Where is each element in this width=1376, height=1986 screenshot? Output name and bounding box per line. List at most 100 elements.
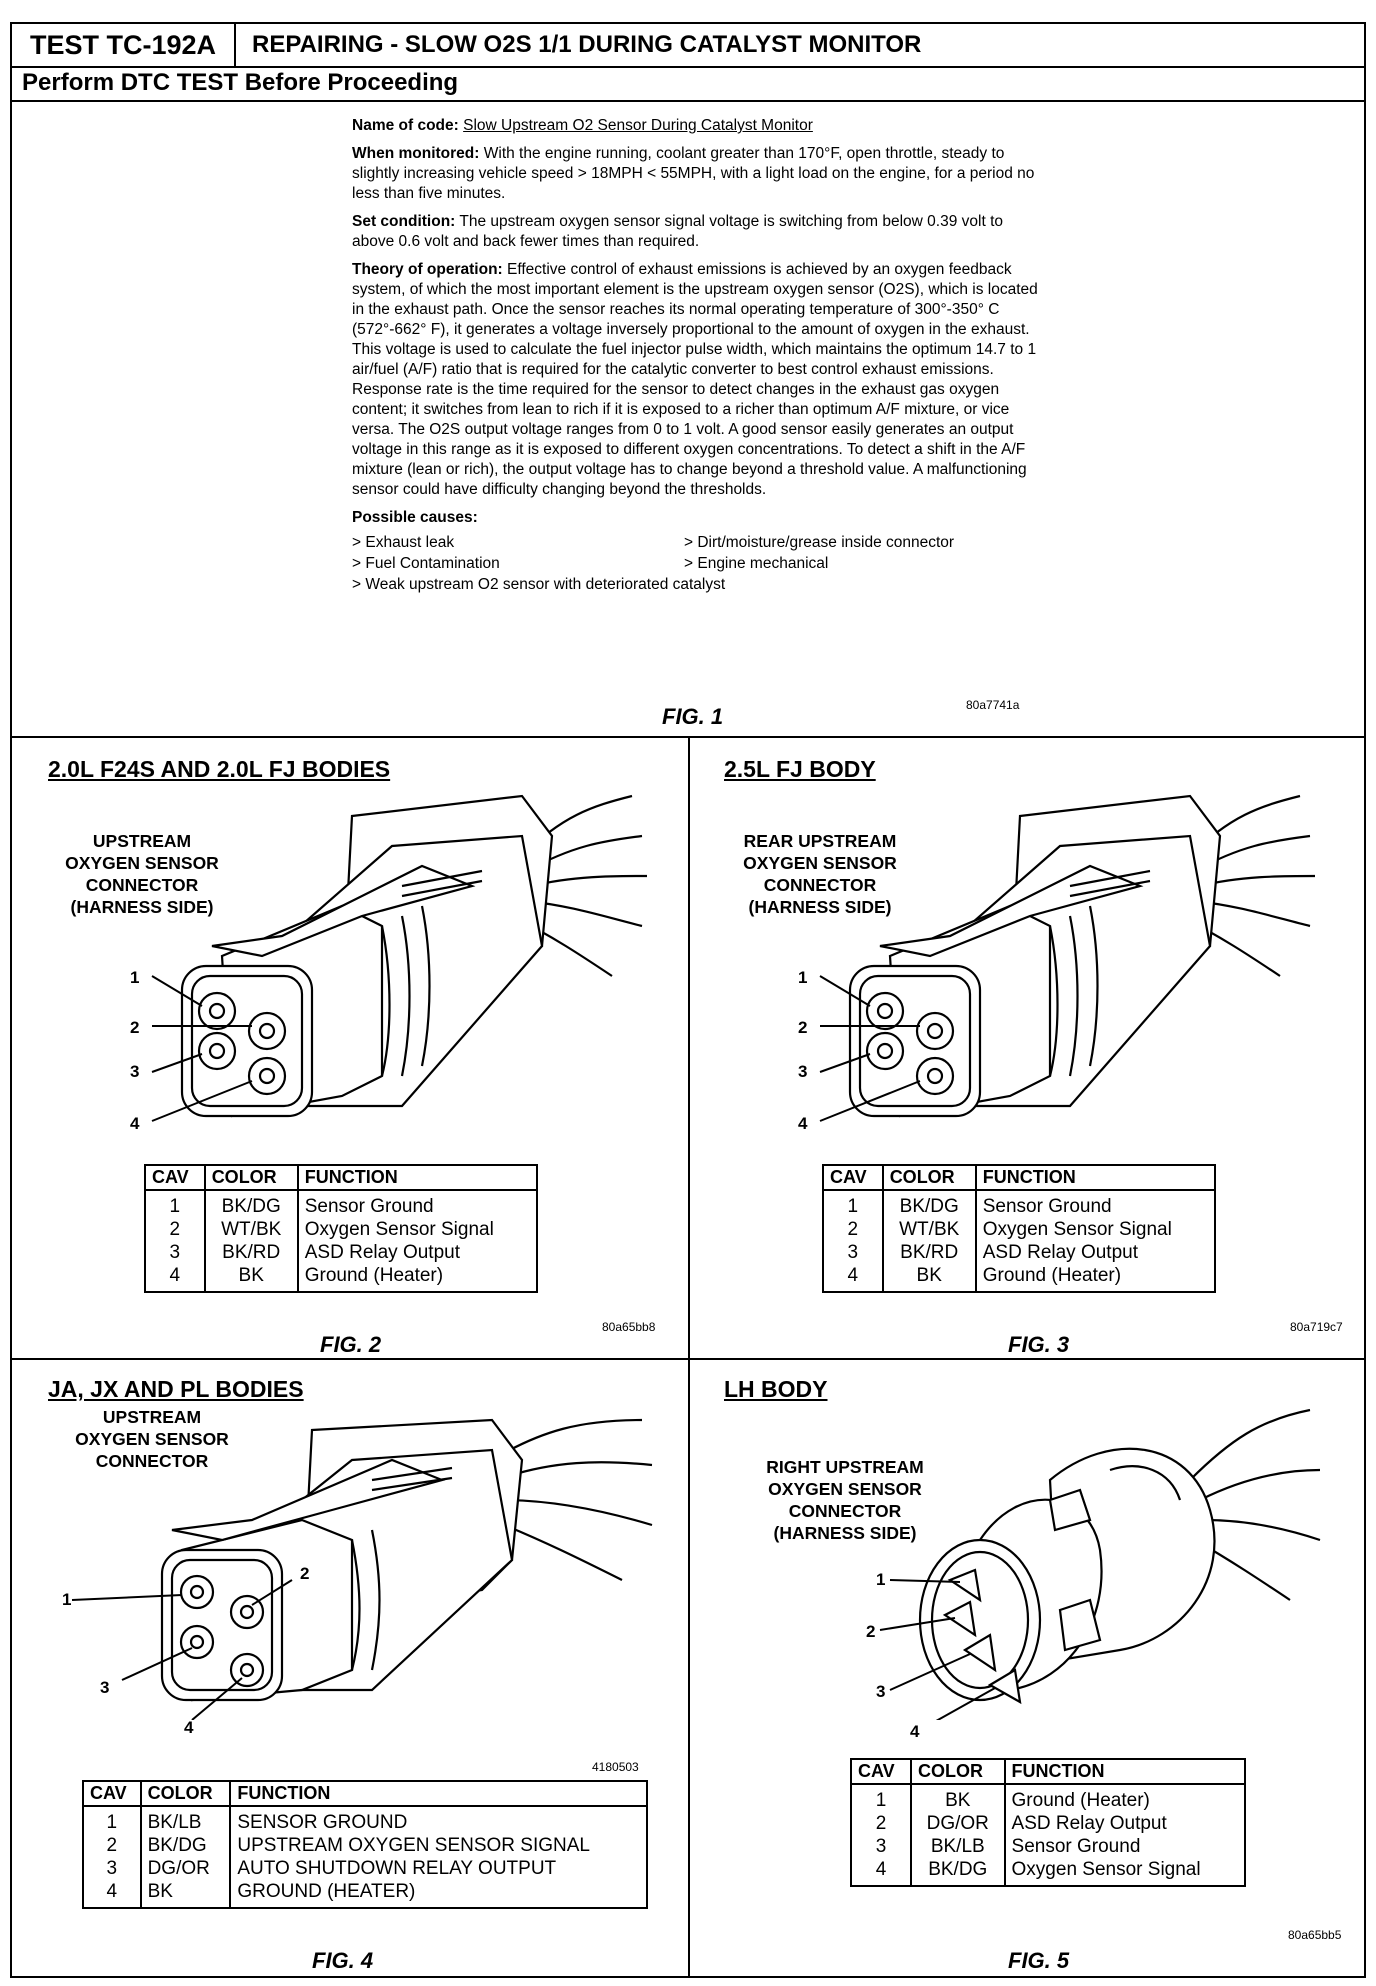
cell-color: BK/DG: [203, 1190, 299, 1218]
fig5-connector-label-text: RIGHT UPSTREAM OXYGEN SENSOR CONNECTOR (…: [766, 1457, 924, 1543]
fig3-pin-3: 3: [798, 1062, 808, 1081]
fig3-connector-drawing: [819, 794, 1316, 1122]
when-monitored-label: When monitored:: [352, 145, 480, 162]
fig2-connector-drawing: [151, 794, 648, 1122]
table-header-row: CAV COLOR FUNCTION: [822, 1164, 1217, 1191]
fig5-code: 80a65bb5: [1288, 1928, 1342, 1942]
cell-function: UPSTREAM OXYGEN SENSOR SIGNAL: [229, 1834, 648, 1857]
fig2-pin-4: 4: [130, 1114, 140, 1133]
cell-function: SENSOR GROUND: [229, 1806, 648, 1834]
cell-cav: 3: [822, 1241, 884, 1264]
set-condition-label: Set condition:: [352, 213, 456, 230]
fig4-title: JA, JX AND PL BODIES: [48, 1376, 304, 1402]
cell-function: Sensor Ground: [296, 1190, 539, 1218]
cell-function: Ground (Heater): [974, 1264, 1217, 1293]
cell-cav: 3: [850, 1835, 912, 1858]
table-header-row: CAV COLOR FUNCTION: [144, 1164, 539, 1191]
fig2-caption: FIG. 2: [320, 1332, 382, 1357]
fig4-connector-drawing: [71, 1418, 653, 1720]
fig4-pin-1: 1: [62, 1590, 72, 1609]
cell-cav: 4: [850, 1858, 912, 1887]
fig2-title: 2.0L F24S AND 2.0L FJ BODIES: [48, 756, 391, 782]
fig3-pin-4: 4: [798, 1114, 808, 1133]
cell-cav: 1: [822, 1190, 884, 1218]
cell-cav: 4: [822, 1264, 884, 1293]
fig3-code: 80a719c7: [1290, 1320, 1343, 1334]
cell-function: GROUND (HEATER): [229, 1880, 648, 1909]
cell-color: BK/RD: [881, 1241, 977, 1264]
cell-cav: 2: [82, 1834, 142, 1857]
cell-function: Ground (Heater): [296, 1264, 539, 1293]
fig3-caption: FIG. 3: [1008, 1332, 1070, 1357]
cell-color: BK: [910, 1784, 1006, 1812]
fig3-connector-label-text: REAR UPSTREAM OXYGEN SENSOR CONNECTOR (H…: [743, 831, 897, 917]
col-function: FUNCTION: [296, 1164, 539, 1191]
cell-color: DG/OR: [139, 1857, 232, 1880]
col-cav: CAV: [144, 1164, 206, 1191]
col-color: COLOR: [139, 1780, 232, 1807]
cell-color: BK/LB: [139, 1806, 232, 1834]
fig4-pin-3: 3: [100, 1678, 110, 1697]
fig1-code: 80a7741a: [966, 698, 1020, 712]
cell-function: Oxygen Sensor Signal: [296, 1218, 539, 1241]
name-of-code-label: Name of code:: [352, 117, 459, 134]
fig5-pin-2: 2: [866, 1622, 876, 1641]
cell-cav: 2: [850, 1812, 912, 1835]
col-cav: CAV: [850, 1758, 912, 1785]
fig2-code: 80a65bb8: [602, 1320, 656, 1334]
cell-cav: 2: [144, 1218, 206, 1241]
cell-function: ASD Relay Output: [1003, 1812, 1247, 1835]
cell-color: BK: [203, 1264, 299, 1293]
cell-cav: 2: [822, 1218, 884, 1241]
causes-list: > Exhaust leak > Dirt/moisture/grease in…: [352, 532, 1042, 595]
cell-function: Ground (Heater): [1003, 1784, 1247, 1812]
fig4-pin-4: 4: [184, 1718, 194, 1737]
cell-cav: 1: [144, 1190, 206, 1218]
cell-cav: 3: [144, 1241, 206, 1264]
cell-cav: 4: [82, 1880, 142, 1909]
fig3-connector-label: REAR UPSTREAM OXYGEN SENSOR CONNECTOR (H…: [720, 830, 920, 918]
col-color: COLOR: [881, 1164, 977, 1191]
fig2-pin-1: 1: [130, 968, 140, 987]
cell-function: Oxygen Sensor Signal: [974, 1218, 1217, 1241]
cell-color: BK/DG: [881, 1190, 977, 1218]
cell-color: BK/RD: [203, 1241, 299, 1264]
col-function: FUNCTION: [229, 1780, 648, 1807]
test-title: REPAIRING - SLOW O2S 1/1 DURING CATALYST…: [252, 31, 922, 58]
fig5-pin-4: 4: [910, 1722, 920, 1741]
cell-color: WT/BK: [203, 1218, 299, 1241]
fig1-body: Name of code: Slow Upstream O2 Sensor Du…: [352, 116, 1042, 595]
cell-color: DG/OR: [910, 1812, 1006, 1835]
possible-causes-label: Possible causes:: [352, 509, 478, 526]
cell-cav: 1: [82, 1806, 142, 1834]
cause-item: > Engine mechanical: [684, 555, 829, 572]
col-color: COLOR: [910, 1758, 1006, 1785]
test-id: TEST TC-192A: [12, 24, 236, 66]
fig4-connector-label-text: UPSTREAM OXYGEN SENSOR CONNECTOR: [75, 1407, 229, 1471]
sub-header: Perform DTC TEST Before Proceeding: [12, 66, 1364, 102]
col-cav: CAV: [822, 1164, 884, 1191]
fig2-panel: 2.0L F24S AND 2.0L FJ BODIES UPSTREAM OX…: [12, 736, 690, 1360]
cell-function: ASD Relay Output: [974, 1241, 1217, 1264]
cell-cav: 3: [82, 1857, 142, 1880]
cell-color: BK/LB: [910, 1835, 1006, 1858]
cause-item: > Dirt/moisture/grease inside connector: [684, 534, 955, 551]
col-cav: CAV: [82, 1780, 142, 1807]
fig4-connector-label: UPSTREAM OXYGEN SENSOR CONNECTOR: [52, 1406, 252, 1472]
fig2-pin-2: 2: [130, 1018, 140, 1037]
cause-item: > Fuel Contamination: [352, 555, 500, 572]
